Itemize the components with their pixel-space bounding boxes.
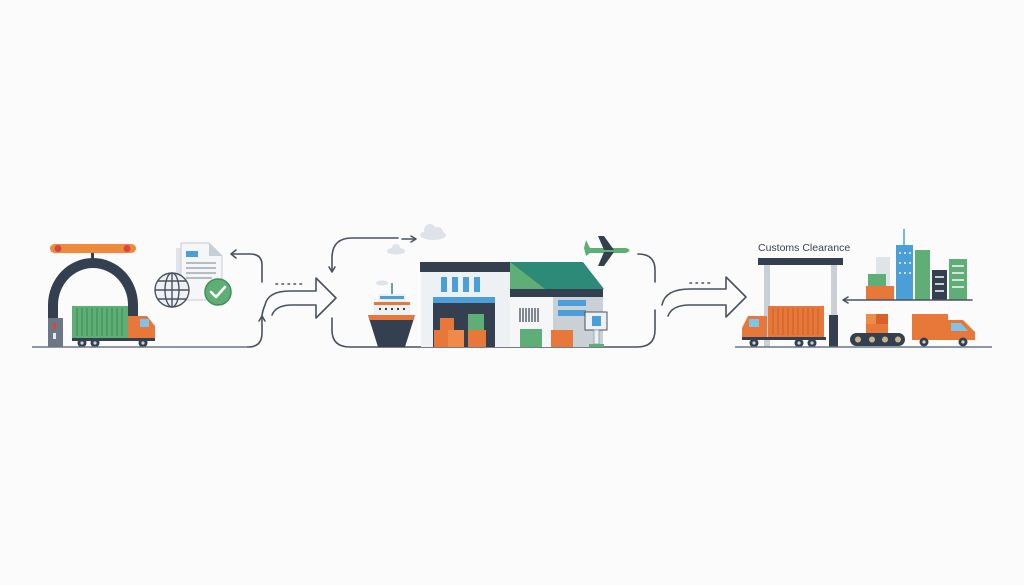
flow-arrow <box>661 276 747 318</box>
scanner-arch <box>48 258 138 320</box>
delivery-van-icon <box>912 314 975 347</box>
airplane-icon <box>584 236 630 266</box>
customs-stage: Customs Clearance <box>735 229 992 348</box>
customs-clearance-label: Customs Clearance <box>758 242 850 254</box>
barcode-icon <box>519 308 539 322</box>
container-truck-icon <box>742 306 826 348</box>
warehouse-building <box>420 262 608 347</box>
ship-icon <box>368 283 415 347</box>
scanner-terminal-icon <box>584 311 608 347</box>
globe-icon <box>154 272 190 308</box>
container-truck-icon <box>72 306 155 348</box>
flow-arrow <box>261 277 337 319</box>
scanner-light-bar <box>50 244 136 253</box>
warehouse-stage <box>328 224 656 348</box>
warning-light-icon <box>123 245 131 252</box>
flow-connector-2 <box>661 276 747 318</box>
warning-light-icon <box>54 245 62 252</box>
cargo-scanner-stage <box>32 242 248 348</box>
flow-connector-1 <box>230 249 337 348</box>
scanner-post <box>48 318 63 347</box>
check-icon <box>204 278 232 306</box>
customs-gate <box>758 258 843 347</box>
city-skyline-icon <box>866 229 967 300</box>
conveyor-belt-icon <box>850 314 905 346</box>
boxes-icon <box>434 314 486 347</box>
cloud-icon <box>376 224 446 286</box>
